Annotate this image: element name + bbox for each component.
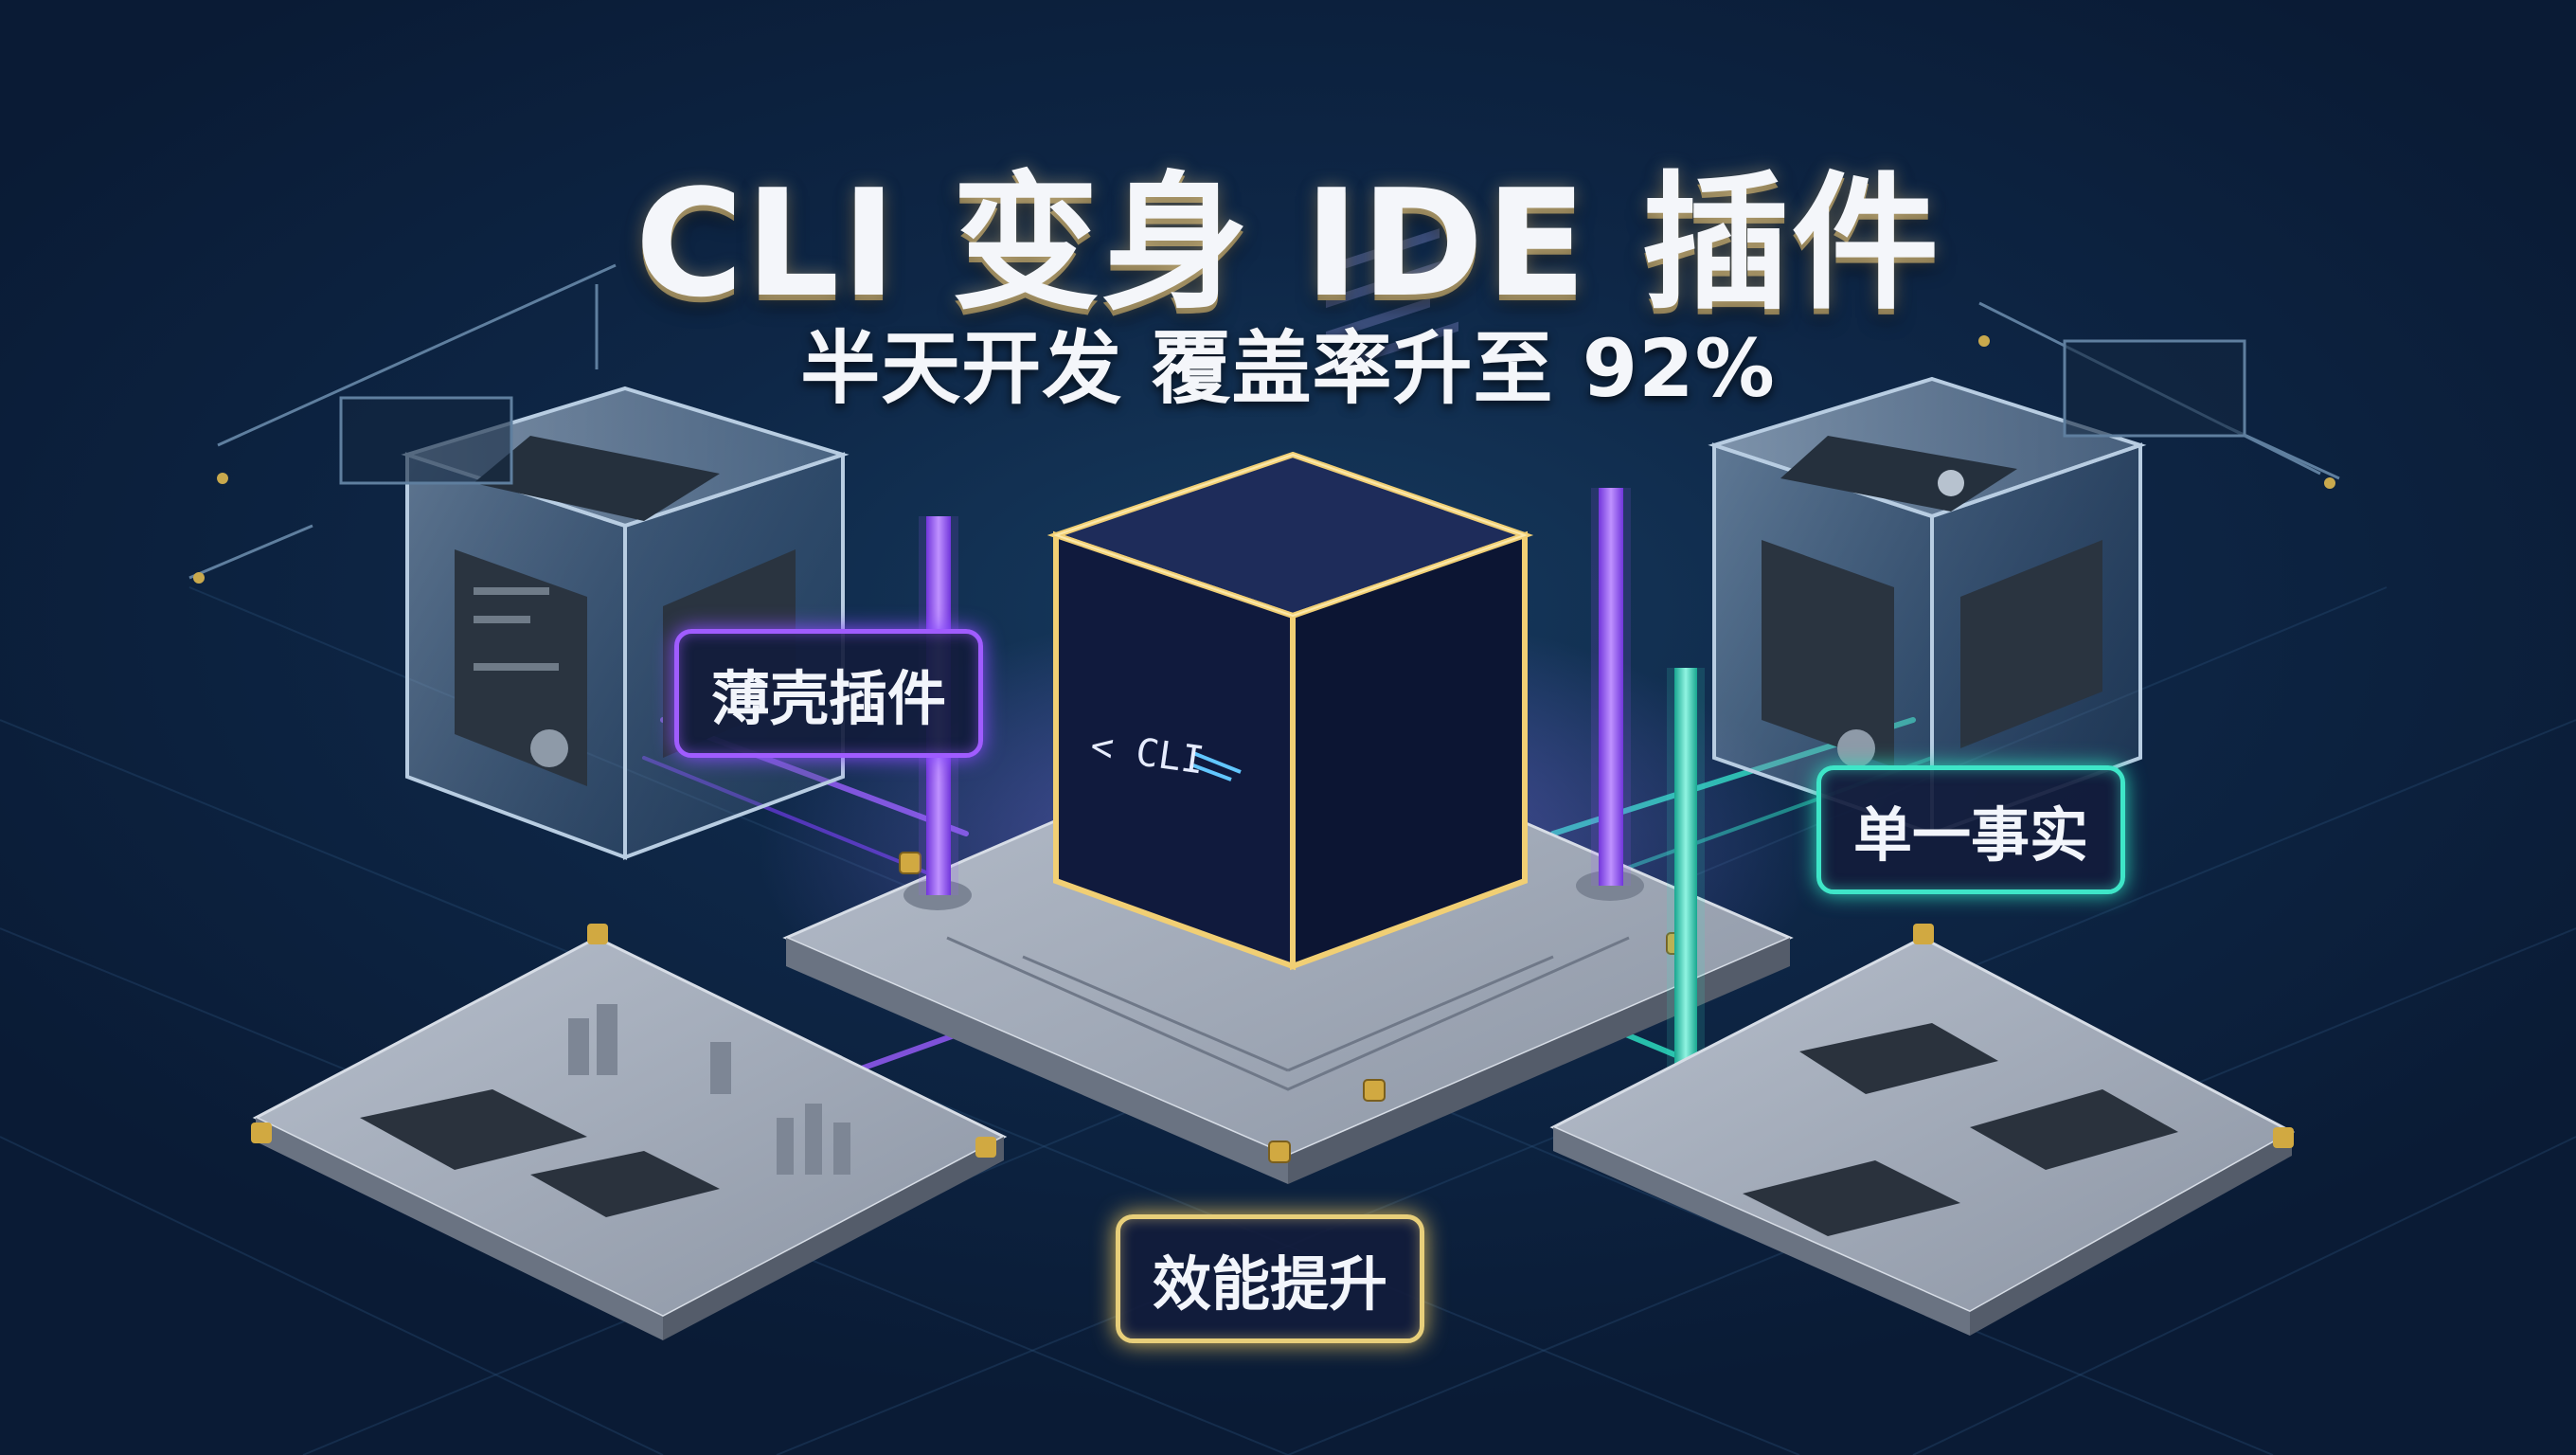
- hud-decor-left: [188, 263, 617, 584]
- glass-cube-left: [401, 386, 850, 860]
- main-title: CLI 变身 IDE 插件: [635, 157, 1941, 330]
- purple-pillar-right: [1576, 488, 1644, 901]
- dashboard-plate-right: [1549, 924, 2296, 1336]
- cli-cube: [1046, 228, 1534, 971]
- subtitle: 半天开发 覆盖率升至 92%: [800, 322, 1776, 415]
- tag-thin-shell-plugin: 薄壳插件: [674, 629, 984, 758]
- tag-efficiency-boost: 效能提升: [1116, 1214, 1425, 1343]
- teal-pillar: [1654, 668, 1718, 1146]
- dashboard-plate-left: [251, 924, 1008, 1340]
- tag-single-source-of-truth: 单一事实: [1816, 765, 2126, 894]
- hud-decor-right: [1978, 301, 2340, 489]
